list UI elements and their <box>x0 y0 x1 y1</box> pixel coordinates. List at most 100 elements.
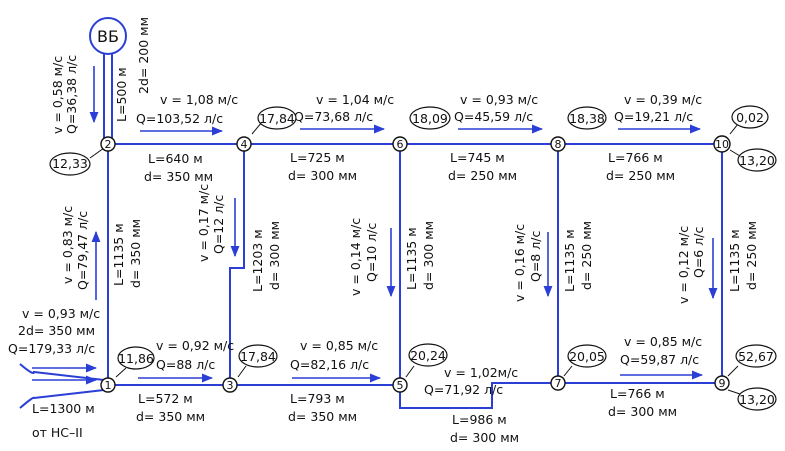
segment-5-7-velocity: v = 1,02м/с <box>444 365 518 380</box>
segment-10-9-velocity: v = 0,12 м/с <box>676 226 691 304</box>
segment-2-4-labels: v = 1,08 м/с Q=103,52 л/с L=640 м d= 350… <box>136 92 238 184</box>
pressure-oval-node-4 <box>257 106 297 130</box>
segment-3-5-labels: v = 0,85 м/с Q=82,16 л/с L=793 м d= 350 … <box>288 338 378 424</box>
segment-1-2-velocity: v = 0,83 м/с <box>60 206 75 284</box>
water-tower-label: ВБ <box>97 27 119 46</box>
segment-8-10-labels: v = 0,39 м/с Q=19,21 л/с L=766 м d= 250 … <box>606 92 702 183</box>
node-4-label: 4 <box>241 138 248 151</box>
pressure-node-10: 0,02 <box>736 110 764 125</box>
segment-4-3-labels: v = 0,17 м/с Q=12 л/с L=1203 м d= 300 мм <box>196 184 282 292</box>
segment-1-3-labels: v = 0,92 м/с Q=88 л/с L=572 м d= 350 мм <box>136 338 234 424</box>
pressure-node-10-extra: 13,20 <box>739 153 775 168</box>
pressure-node-4: 17,84 <box>259 111 295 126</box>
water-tower-symbol <box>89 17 127 55</box>
source-diameter: 2d= 350 мм <box>18 323 95 338</box>
segment-5-7-flow: Q=71,92 л/с <box>424 382 503 397</box>
pipes <box>19 52 723 409</box>
segment-6-5-flow: Q=10 л/с <box>364 223 379 282</box>
segment-3-5-diameter: d= 350 мм <box>288 409 357 424</box>
pipe-source-a <box>19 363 105 381</box>
pressure-oval-node-7 <box>567 344 607 368</box>
node-1 <box>100 377 116 393</box>
pipe-4-3 <box>229 144 245 385</box>
segment-3-5-velocity: v = 0,85 м/с <box>300 338 378 353</box>
segment-8-7-length: L=1135 м <box>562 229 577 292</box>
node-10-label: 10 <box>715 138 729 151</box>
pressure-oval-node-10 <box>731 105 769 129</box>
segment-1-3-velocity: v = 0,92 м/с <box>156 338 234 353</box>
node-2 <box>100 136 116 152</box>
pressure-node-9-extra: 13,20 <box>739 392 775 407</box>
segment-6-5-velocity: v = 0,14 м/с <box>348 218 363 296</box>
segment-6-5-labels: v = 0,14 м/с Q=10 л/с L=1135 м d= 300 мм <box>348 218 436 296</box>
segment-6-5-length: L=1135 м <box>404 227 419 290</box>
pressure-node-7: 20,05 <box>569 349 605 364</box>
node-9 <box>714 375 730 391</box>
tower-flow-rate: Q=36,38 л/с <box>64 55 79 134</box>
segment-4-6-velocity: v = 1,04 м/с <box>316 92 394 107</box>
segment-1-2-labels: v = 0,83 м/с Q=79,47 л/с L=1135 м d= 350… <box>60 206 143 290</box>
segment-4-6-labels: v = 1,04 м/с Q=73,68 л/с L=725 м d= 300 … <box>288 92 394 183</box>
segment-1-2-diameter: d= 350 мм <box>128 219 143 288</box>
segment-4-6-flow: Q=73,68 л/с <box>294 109 373 124</box>
tower-flow-velocity: v = 0,58 м/с <box>50 56 65 134</box>
pressure-oval-node-2 <box>49 152 91 176</box>
segment-1-3-length: L=572 м <box>138 391 193 406</box>
node-7-label: 7 <box>555 377 562 390</box>
segment-6-8-diameter: d= 250 мм <box>448 168 517 183</box>
segment-4-6-diameter: d= 300 мм <box>288 168 357 183</box>
source-flow-rate: Q=179,33 л/с <box>8 341 95 356</box>
pressure-oval-node-5 <box>408 343 448 367</box>
source-flow-velocity: v = 0,93 м/с <box>22 306 100 321</box>
segment-7-9-flow: Q=59,87 л/с <box>620 352 699 367</box>
segment-5-7-length: L=986 м <box>452 412 507 427</box>
segment-4-3-velocity: v = 0,17 м/с <box>196 184 211 262</box>
nodes: 2 4 6 8 10 1 3 5 7 9 <box>100 135 731 393</box>
pressure-node-5: 20,24 <box>410 348 446 363</box>
segment-4-6-length: L=725 м <box>290 150 345 165</box>
node-3 <box>222 377 238 393</box>
segment-6-8-flow: Q=45,59 л/с <box>454 109 533 124</box>
pipe-source-b <box>19 389 105 409</box>
pressure-oval-node-9 <box>735 344 777 368</box>
node-4 <box>236 136 252 152</box>
pipe-5-7 <box>399 382 558 409</box>
node-1-label: 1 <box>105 379 112 392</box>
segment-8-7-diameter: d= 250 мм <box>579 221 594 290</box>
segment-8-10-length: L=766 м <box>608 150 663 165</box>
segment-8-10-velocity: v = 0,39 м/с <box>624 92 702 107</box>
segment-6-8-velocity: v = 0,93 м/с <box>460 92 538 107</box>
node-2-label: 2 <box>105 138 112 151</box>
node-7 <box>550 375 566 391</box>
node-5-label: 5 <box>397 379 404 392</box>
tower-pipe-length: L=500 м <box>114 67 129 122</box>
segment-8-7-flow: Q=8 л/с <box>528 231 543 282</box>
pressure-oval-node-10-extra <box>737 148 777 172</box>
segment-8-7-velocity: v = 0,16 м/с <box>512 224 527 302</box>
pressure-oval-node-3 <box>238 344 278 368</box>
node-9-label: 9 <box>719 377 726 390</box>
pressure-node-8: 18,38 <box>569 111 605 126</box>
pressure-node-9: 52,67 <box>738 349 774 364</box>
pressure-labels: 12,33 17,84 18,09 18,38 0,02 13,20 11,86… <box>49 105 777 411</box>
segment-2-4-length: L=640 м <box>148 151 203 166</box>
pressure-node-1: 11,86 <box>118 351 154 366</box>
pressure-oval-node-9-extra <box>737 387 777 411</box>
node-8-label: 8 <box>555 138 562 151</box>
segment-8-10-diameter: d= 250 мм <box>606 168 675 183</box>
segment-2-4-velocity: v = 1,08 м/с <box>160 92 238 107</box>
segment-1-3-flow: Q=88 л/с <box>156 357 215 372</box>
segment-4-3-length: L=1203 м <box>250 229 265 292</box>
segment-4-3-diameter: d= 300 мм <box>267 221 282 290</box>
segment-1-2-length: L=1135 м <box>111 223 126 286</box>
pressure-oval-node-8 <box>567 106 607 130</box>
node-10 <box>713 135 731 153</box>
flow-arrows <box>32 66 718 385</box>
segment-8-7-labels: v = 0,16 м/с Q=8 л/с L=1135 м d= 250 мм <box>512 221 594 302</box>
segment-6-8-labels: v = 0,93 м/с Q=45,59 л/с L=745 м d= 250 … <box>448 92 538 183</box>
pump-station-input: v = 0,93 м/с 2d= 350 мм Q=179,33 л/с L=1… <box>8 306 100 440</box>
node-5 <box>392 377 408 393</box>
pressure-node-2: 12,33 <box>52 156 88 171</box>
pressure-node-3: 17,84 <box>240 349 276 364</box>
